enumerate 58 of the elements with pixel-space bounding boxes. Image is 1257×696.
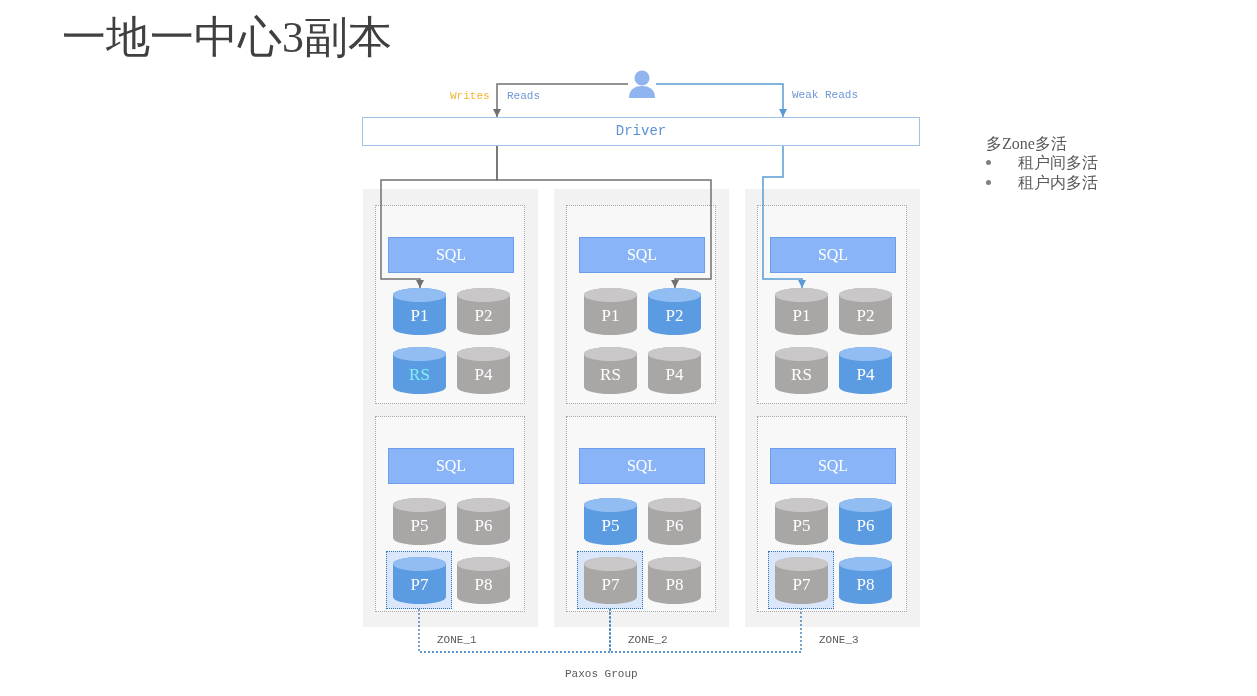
database-cylinder: P7 <box>775 557 828 604</box>
server-frame <box>375 205 525 404</box>
bullet-text: 租户内多活 <box>1018 173 1098 193</box>
highlight-frame <box>768 551 834 609</box>
server-frame <box>566 416 716 612</box>
sql-layer-bar: SQL <box>770 448 896 484</box>
sql-layer-bar: SQL <box>579 237 705 273</box>
database-cylinder: P6 <box>457 498 510 545</box>
dotted-link-line <box>418 608 611 653</box>
sql-layer-bar: SQL <box>770 237 896 273</box>
dotted-link-line <box>609 608 802 653</box>
user-icon <box>628 70 656 98</box>
database-cylinder: P8 <box>839 557 892 604</box>
database-cylinder: P4 <box>457 347 510 394</box>
server-frame <box>757 416 907 612</box>
highlight-frame <box>577 551 643 609</box>
database-cylinder: RS <box>584 347 637 394</box>
flow-arrow <box>655 83 787 118</box>
database-cylinder: P6 <box>648 498 701 545</box>
note-heading: 多Zone多活 <box>986 134 1067 154</box>
database-cylinder: RS <box>775 347 828 394</box>
group-caption: Paxos Group <box>565 668 638 682</box>
database-cylinder: P2 <box>457 288 510 335</box>
flow-label: Weak Reads <box>792 89 858 103</box>
database-cylinder: P5 <box>584 498 637 545</box>
database-cylinder: P5 <box>775 498 828 545</box>
database-cylinder: RS <box>393 347 446 394</box>
server-frame <box>375 416 525 612</box>
database-cylinder: P7 <box>393 557 446 604</box>
zone-label: ZONE_1 <box>437 633 477 647</box>
server-frame <box>757 205 907 404</box>
database-cylinder: P2 <box>648 288 701 335</box>
database-cylinder: P8 <box>648 557 701 604</box>
zone-label: ZONE_3 <box>819 633 859 647</box>
bullet-text: 租户间多活 <box>1018 153 1098 173</box>
flow-label: Reads <box>507 90 540 104</box>
flow-label: Writes <box>450 90 490 104</box>
sql-layer-bar: SQL <box>388 448 514 484</box>
database-cylinder: P1 <box>775 288 828 335</box>
server-frame <box>566 205 716 404</box>
database-cylinder: P8 <box>457 557 510 604</box>
sql-layer-bar: SQL <box>579 448 705 484</box>
database-cylinder: P1 <box>393 288 446 335</box>
slide-title: 一地一中心3副本 <box>62 12 392 64</box>
database-cylinder: P6 <box>839 498 892 545</box>
flow-arrow <box>493 83 629 118</box>
proxy-bar: Driver <box>362 117 920 146</box>
flow-arrow <box>496 145 712 289</box>
sql-layer-bar: SQL <box>388 237 514 273</box>
zone-label: ZONE_2 <box>628 633 668 647</box>
flow-arrow <box>762 145 806 289</box>
database-cylinder: P4 <box>648 347 701 394</box>
database-cylinder: P4 <box>839 347 892 394</box>
database-cylinder: P7 <box>584 557 637 604</box>
highlight-frame <box>386 551 452 609</box>
database-cylinder: P5 <box>393 498 446 545</box>
database-cylinder: P2 <box>839 288 892 335</box>
database-cylinder: P1 <box>584 288 637 335</box>
